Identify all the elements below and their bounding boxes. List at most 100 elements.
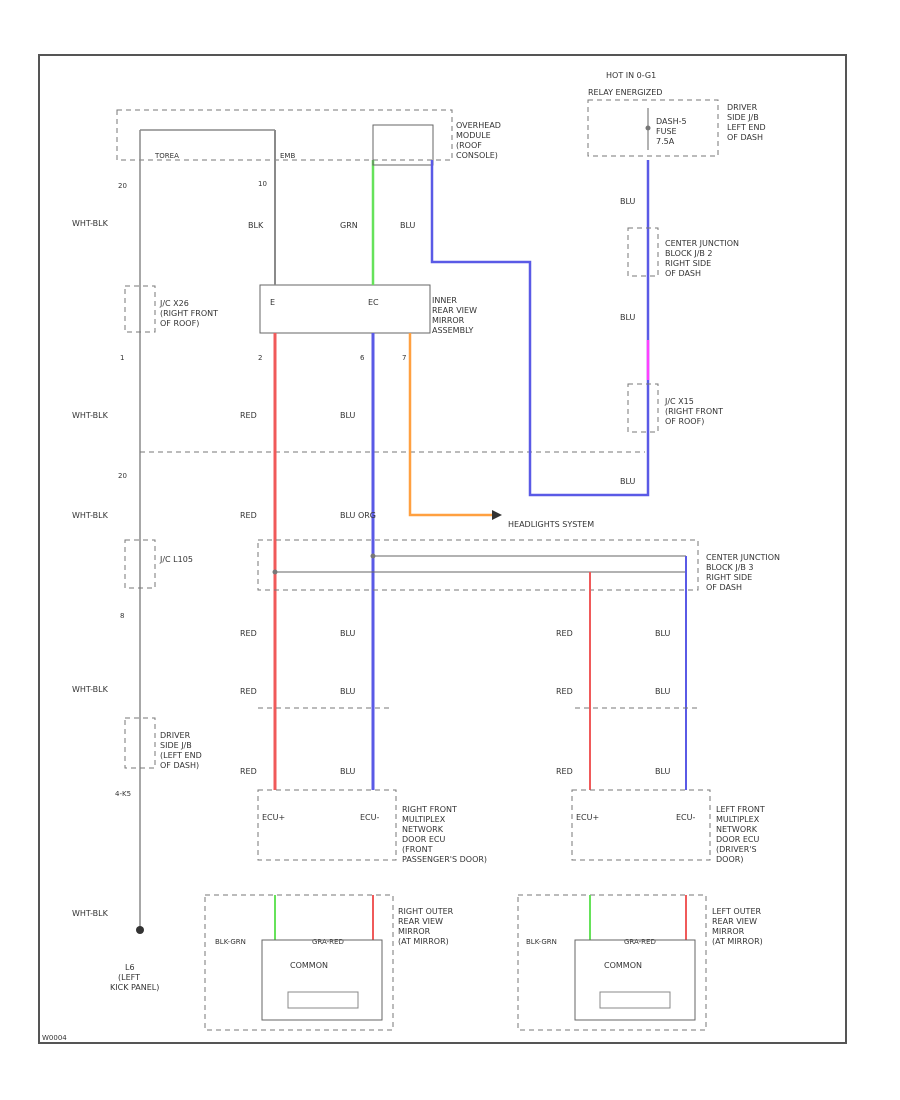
- r-mirror-line-3: MIRROR: [398, 927, 431, 936]
- pin-20-top: 20: [118, 182, 127, 190]
- wire-label-blu-r1: BLU: [620, 197, 636, 206]
- wire-label-blu-7: BLU: [655, 687, 671, 696]
- inner-mirror-line-4: ASSEMBLY: [432, 326, 473, 335]
- splice-blu: [370, 553, 376, 559]
- l-mirror-line-3: MIRROR: [712, 927, 745, 936]
- lf-ecu-line-2: MULTIPLEX: [716, 815, 760, 824]
- wire-label-blu-top: BLU: [400, 221, 416, 230]
- l-mirror-element: [574, 939, 696, 1021]
- center-jb3-line-3: RIGHT SIDE: [706, 573, 752, 582]
- lf-ecu-line-5: (DRIVER'S: [716, 845, 757, 854]
- inner-mirror-line-1: INNER: [432, 296, 457, 305]
- rf-ecu-plus: ECU+: [262, 813, 285, 822]
- wire-label-wht-blk-4: WHT-BLK: [72, 685, 109, 694]
- ground-line-3: KICK PANEL): [110, 983, 159, 992]
- lf-ecu-line-4: DOOR ECU: [716, 835, 759, 844]
- l-mirror-heater-icon: [599, 991, 671, 1009]
- overhead-line-3: (ROOF: [456, 141, 482, 150]
- blu-wire-loop: [430, 160, 650, 497]
- jc-x26-box: [124, 285, 156, 333]
- inner-mirror-line-3: MIRROR: [432, 316, 465, 325]
- center-jb3-line-2: BLOCK J/B 3: [706, 563, 754, 572]
- headlights-label: HEADLIGHTS SYSTEM: [508, 520, 594, 529]
- pin-7: 7: [402, 354, 406, 362]
- l-mirror-box: [517, 894, 707, 1031]
- center-jb2-line-2: BLOCK J/B 2: [665, 249, 713, 258]
- pin-4-left: 4-K5: [115, 790, 131, 798]
- driver-jb-line-3: LEFT END: [727, 123, 766, 132]
- l-mirror-right-wire: GRA-RED: [624, 938, 656, 946]
- jc-x15-line-2: (RIGHT FRONT: [665, 407, 723, 416]
- wire-label-grn: GRN: [340, 221, 358, 230]
- wire-label-wht-blk-2: WHT-BLK: [72, 411, 109, 420]
- center-jb3-line-1: CENTER JUNCTION: [706, 553, 780, 562]
- diagram-frame: [38, 54, 847, 1044]
- center-jb3-line-4: OF DASH: [706, 583, 742, 592]
- rf-ecu-line-6: PASSENGER'S DOOR): [402, 855, 487, 864]
- org-wire: [408, 333, 492, 517]
- center-jb2-line-4: OF DASH: [665, 269, 701, 278]
- r-mirror-element: [261, 939, 383, 1021]
- arrow-right-icon: [492, 510, 502, 520]
- driver-jb-left-2: SIDE J/B: [160, 741, 192, 750]
- r-mirror-heater-icon: [287, 991, 359, 1009]
- wire-label-red-7: RED: [556, 687, 573, 696]
- wire-label-red-6: RED: [556, 629, 573, 638]
- driver-jb-left-4: OF DASH): [160, 761, 199, 770]
- rf-ecu-line-5: (FRONT: [402, 845, 433, 854]
- driver-jb-left-box: [124, 717, 156, 769]
- pin-2: 2: [258, 354, 262, 362]
- wire-label-blu-r2: BLU: [620, 313, 636, 322]
- dash-fuse-label: DASH-5: [656, 117, 687, 126]
- pin-20-mid: 20: [118, 472, 127, 480]
- lf-ecu-minus: ECU-: [676, 813, 695, 822]
- r-mirror-line-1: RIGHT OUTER: [398, 907, 454, 916]
- fuse-symbol: [645, 125, 651, 131]
- jc-x15-line-3: OF ROOF): [665, 417, 704, 426]
- jc-x26-line-1: J/C X26: [159, 299, 189, 308]
- l-mirror-line-2: REAR VIEW: [712, 917, 757, 926]
- r-mirror-line-2: REAR VIEW: [398, 917, 443, 926]
- rf-ecu-line-2: MULTIPLEX: [402, 815, 446, 824]
- driver-jb-line-1: DRIVER: [727, 103, 758, 112]
- lf-ecu-plus: ECU+: [576, 813, 599, 822]
- l-mirror-common: COMMON: [604, 961, 642, 970]
- jc-x15-box: [627, 383, 659, 433]
- center-jb2-box: [627, 227, 659, 277]
- wire-label-wht-blk-5: WHT-BLK: [72, 909, 109, 918]
- wire-label-wht-blk-3: WHT-BLK: [72, 511, 109, 520]
- inner-mirror-line-2: REAR VIEW: [432, 306, 477, 315]
- overhead-pin-left: TOREA: [154, 152, 179, 160]
- wire-label-blk: BLK: [248, 221, 264, 230]
- wire-label-red-4: RED: [240, 687, 257, 696]
- diagram-id: W0004: [42, 1034, 67, 1042]
- splice-red: [272, 569, 278, 575]
- jc-x26-line-2: (RIGHT FRONT: [160, 309, 218, 318]
- l-mirror-line-1: LEFT OUTER: [712, 907, 761, 916]
- r-mirror-left-wire: BLK-GRN: [215, 938, 246, 946]
- driver-jb-box: [587, 99, 719, 157]
- driver-jb-line-2: SIDE J/B: [727, 113, 759, 122]
- center-jb2-line-3: RIGHT SIDE: [665, 259, 711, 268]
- wire-label-red-2: RED: [240, 511, 257, 520]
- hot-label: HOT IN 0-G1: [606, 71, 656, 80]
- overhead-module-box: [116, 109, 453, 161]
- wire-label-blu-r3: BLU: [620, 477, 636, 486]
- rf-ecu-minus: ECU-: [360, 813, 379, 822]
- inner-mirror-box: [259, 284, 431, 334]
- wire-label-blu-6: BLU: [655, 629, 671, 638]
- jc-x26-line-3: OF ROOF): [160, 319, 199, 328]
- r-mirror-line-4: (AT MIRROR): [398, 937, 449, 946]
- l-mirror-left-wire: BLK-GRN: [526, 938, 557, 946]
- driver-jb-line-4: OF DASH: [727, 133, 763, 142]
- pin-6: 6: [360, 354, 365, 362]
- wire-label-blu-5: BLU: [340, 767, 356, 776]
- fuse-label: FUSE: [656, 127, 677, 136]
- jc-l105-label: J/C L105: [159, 555, 193, 564]
- overhead-line-4: CONSOLE): [456, 151, 498, 160]
- wire-label-red-8: RED: [556, 767, 573, 776]
- driver-jb-left-1: DRIVER: [160, 731, 191, 740]
- rf-ecu-box: [257, 789, 397, 861]
- wire-label-blu-4: BLU: [340, 687, 356, 696]
